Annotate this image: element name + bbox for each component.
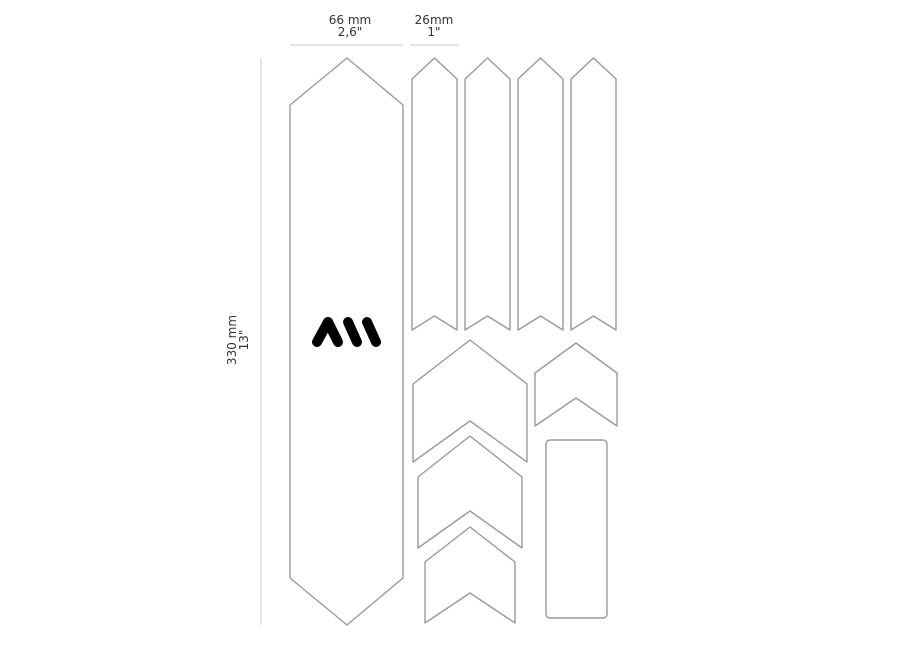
width-strip-imperial: 1" xyxy=(427,25,441,39)
rectangle-piece xyxy=(545,439,608,619)
strip-piece-2 xyxy=(464,57,511,331)
strip-piece-4 xyxy=(570,57,617,331)
width-main-label: 66 mm 2,6" xyxy=(300,14,400,38)
brand-logo-icon xyxy=(312,317,381,347)
strip-piece-1 xyxy=(411,57,458,331)
chevron-piece-medium xyxy=(417,435,523,549)
width-main-imperial: 2,6" xyxy=(337,25,363,39)
main-hexagon-piece xyxy=(289,57,404,626)
chevron-piece-large xyxy=(412,339,528,463)
strip-piece-3 xyxy=(517,57,564,331)
width-main-metric: 66 mm xyxy=(328,13,372,27)
width-strip-metric: 26mm xyxy=(414,13,454,27)
width-strip-label: 26mm 1" xyxy=(404,14,464,38)
chevron-piece-mini xyxy=(534,342,618,427)
chevron-piece-small xyxy=(424,526,516,624)
